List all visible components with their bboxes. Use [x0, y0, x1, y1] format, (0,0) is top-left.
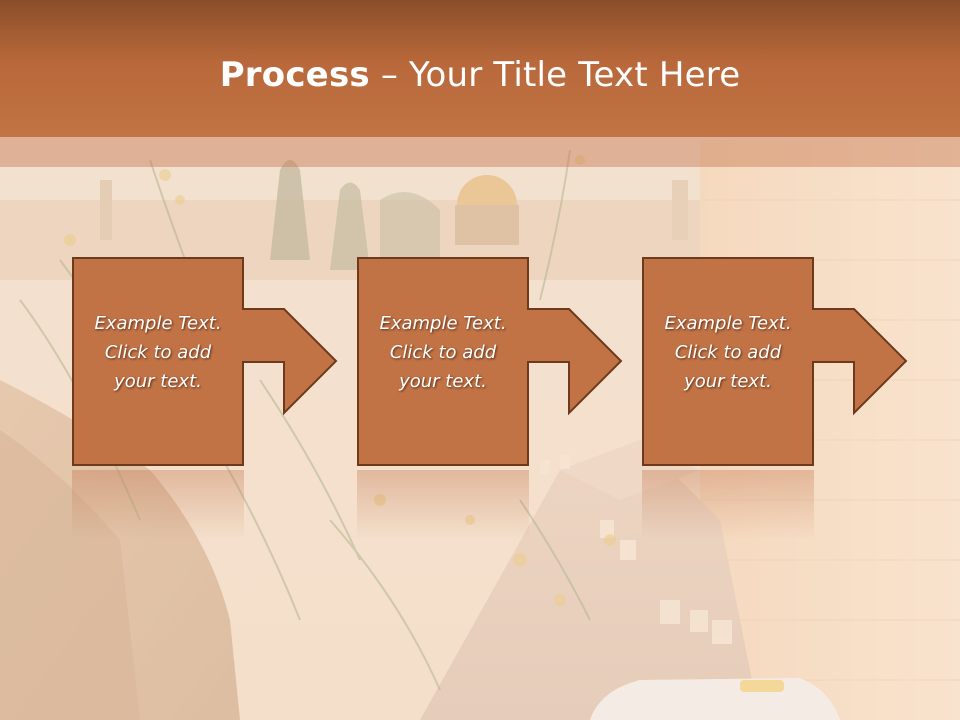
step-1-line-2: Click to add	[104, 342, 212, 363]
step-2-text[interactable]: Example Text. Click to add your text.	[357, 309, 529, 396]
step-2-line-2: Click to add	[389, 342, 497, 363]
step-1-reflection	[72, 470, 244, 540]
arrow-box-shape	[642, 257, 908, 466]
step-1-line-3: your text.	[114, 371, 202, 392]
step-2-line-1: Example Text.	[379, 313, 507, 334]
step-3-line-3: your text.	[684, 371, 772, 392]
arrow-box-shape	[72, 257, 338, 466]
title-rest: – Your Title Text Here	[369, 55, 741, 95]
step-3-line-2: Click to add	[674, 342, 782, 363]
process-step-1[interactable]: Example Text. Click to add your text.	[72, 257, 342, 467]
arrow-box-shape	[357, 257, 623, 466]
header-bar	[0, 0, 960, 137]
step-1-line-1: Example Text.	[94, 313, 222, 334]
title-bold: Process	[219, 55, 370, 95]
step-2-reflection	[357, 470, 529, 540]
slide-title[interactable]: Process – Your Title Text Here	[0, 52, 960, 98]
step-3-line-1: Example Text.	[664, 313, 792, 334]
process-step-3[interactable]: Example Text. Click to add your text.	[642, 257, 912, 467]
header-divider-strip	[0, 137, 960, 167]
process-step-2[interactable]: Example Text. Click to add your text.	[357, 257, 627, 467]
step-3-reflection	[642, 470, 814, 540]
step-1-text[interactable]: Example Text. Click to add your text.	[72, 309, 244, 396]
step-3-text[interactable]: Example Text. Click to add your text.	[642, 309, 814, 396]
step-2-line-3: your text.	[399, 371, 487, 392]
